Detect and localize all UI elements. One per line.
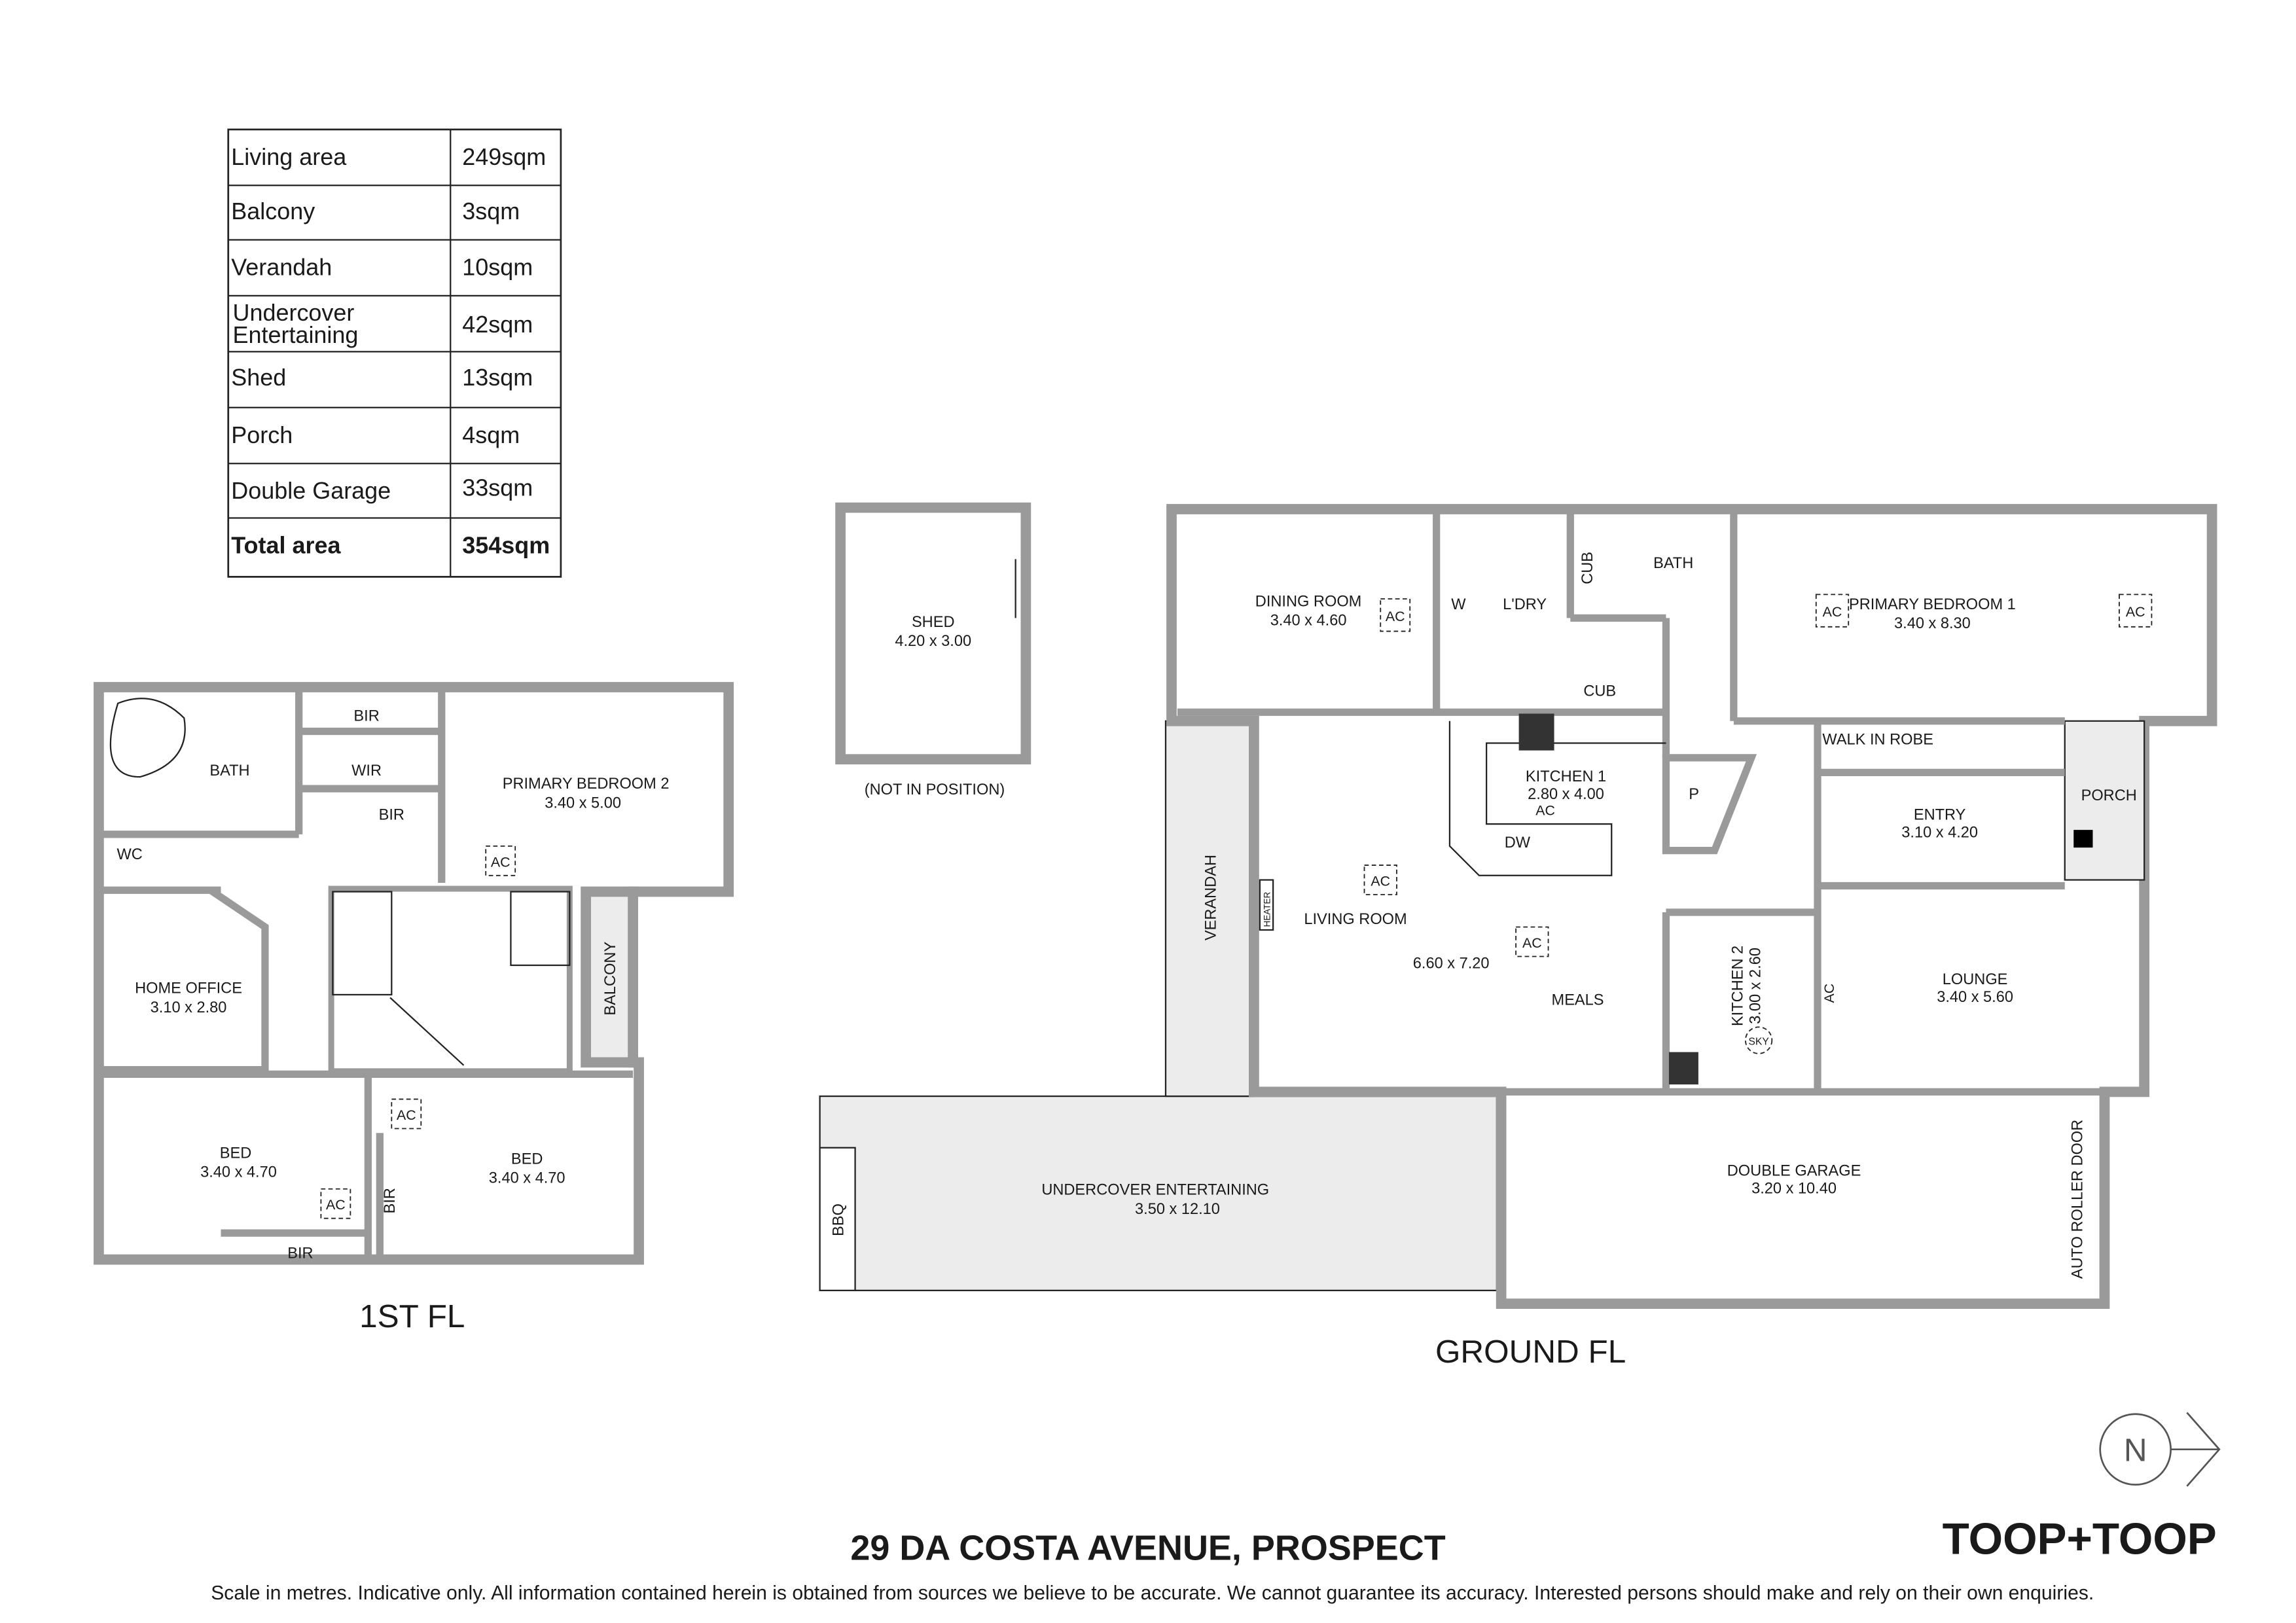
ac-label: AC [1371,874,1390,889]
shed-note: (NOT IN POSITION) [865,781,1005,798]
ac-label: AC [1522,935,1542,951]
room-label: WIR [351,762,382,779]
table-total-value: 354sqm [462,531,550,558]
room-label: LOUNGE [1943,971,2008,988]
room-dimensions: 3.40 x 5.60 [1937,989,2013,1006]
room-label: ENTRY [1914,806,1966,823]
table-label: Porch [231,421,293,448]
room-dimensions: 3.20 x 10.40 [1751,1180,1837,1197]
ac-label: AC [1821,984,1837,1003]
floor-title: 1ST FL [359,1298,465,1334]
disclaimer: Scale in metres. Indicative only. All in… [211,1582,2094,1604]
ac-label: AC [491,854,511,870]
compass-label: N [2124,1433,2147,1469]
table-value: 13sqm [462,364,533,391]
room-label: W [1451,596,1466,613]
skylight-label: SKY [1748,1036,1769,1047]
room-dimensions: 3.10 x 4.20 [1901,824,1978,841]
table-total-label: Total area [231,531,341,558]
room-label: DW [1505,834,1531,851]
table-label: Undercover [232,299,354,326]
entry-arrow-icon [2073,830,2105,848]
room-label: BIR [353,708,379,725]
room-label: PORCH [2081,787,2137,804]
room-dimensions: 4.20 x 3.00 [895,633,971,650]
room-label: DINING ROOM [1255,593,1362,610]
room-label: BIR [287,1245,313,1262]
ac-label: AC [1386,609,1405,624]
room-label: SHED [912,614,955,631]
room-label: AUTO ROLLER DOOR [2070,1120,2087,1279]
room-label: BED [511,1150,543,1168]
room-label: UNDERCOVER ENTERTAINING [1041,1182,1269,1199]
room-label: HOME OFFICE [135,980,242,997]
table-value: 4sqm [462,421,520,448]
room-label: PRIMARY BEDROOM 1 [1849,596,2016,613]
room-label: CUB [1583,683,1616,700]
table-value: 33sqm [462,474,533,501]
ground-floor-plan: DINING ROOM 3.40 x 4.60 AC W L'DRY CUB C… [819,504,2217,1370]
table-value: 3sqm [462,198,520,224]
room-dimensions: 2.80 x 4.00 [1528,786,1604,803]
room-label: BED [220,1145,252,1162]
room-dimensions: 3.00 x 2.60 [1747,948,1764,1024]
table-label: Balcony [231,198,315,224]
table-label: Living area [231,143,346,170]
room-label: BALCONY [602,942,619,1016]
ac-label: AC [2126,604,2145,620]
room-dimensions: 3.40 x 4.70 [200,1164,277,1181]
table-label: Double Garage [231,477,391,504]
room-label: VERANDAH [1202,855,1219,940]
room-dimensions: 3.40 x 8.30 [1894,615,1971,632]
room-dimensions: 3.40 x 4.60 [1270,613,1347,630]
room-label: PRIMARY BEDROOM 2 [503,776,670,793]
shed: SHED 4.20 x 3.00 (NOT IN POSITION) [835,502,1031,798]
room-label: DOUBLE GARAGE [1727,1162,1861,1179]
area-table: Living area 249sqm Balcony 3sqm Verandah… [227,128,562,578]
room-label: BIR [379,806,404,823]
ac-label: AC [397,1107,416,1123]
room-label: P [1689,786,1699,803]
room-label: WALK IN ROBE [1822,732,1933,749]
room-label: CUB [1579,552,1596,584]
room-label: MEALS [1552,992,1604,1009]
room-label: L'DRY [1503,596,1547,613]
room-label: BBQ [831,1204,848,1236]
room-dimensions: 6.60 x 7.20 [1413,955,1490,972]
table-value: 10sqm [462,253,533,280]
table-value: 42sqm [462,311,533,338]
table-label: Entertaining [232,321,358,348]
room-label: KITCHEN 1 [1526,768,1606,785]
room-label: BATH [1653,555,1693,572]
room-label: BIR [382,1188,399,1213]
room-label: KITCHEN 2 [1729,946,1746,1026]
heater-label: HEATER [1263,892,1272,927]
first-floor-plan: BATH BIR WIR BIR PRIMARY BEDROOM 2 3.40 … [94,682,734,1334]
brand-logo: TOOP+TOOP [1943,1514,2217,1563]
ac-label: AC [1535,803,1555,819]
table-value: 249sqm [462,143,546,170]
room-dimensions: 3.50 x 12.10 [1135,1201,1220,1218]
room-dimensions: 3.40 x 5.00 [545,794,621,812]
ac-label: AC [326,1197,346,1213]
property-address: 29 DA COSTA AVENUE, PROSPECT [850,1528,1445,1567]
room-dimensions: 3.10 x 2.80 [151,999,227,1016]
ac-label: AC [1823,604,1842,620]
room-dimensions: 3.40 x 4.70 [489,1170,565,1187]
table-label: Verandah [231,253,332,280]
table-label: Shed [231,364,286,391]
room-label: LIVING ROOM [1304,911,1407,928]
room-label: BATH [209,762,249,779]
floor-title: GROUND FL [1435,1334,1626,1370]
north-compass: N [2099,1412,2221,1487]
room-label: WC [117,846,142,863]
